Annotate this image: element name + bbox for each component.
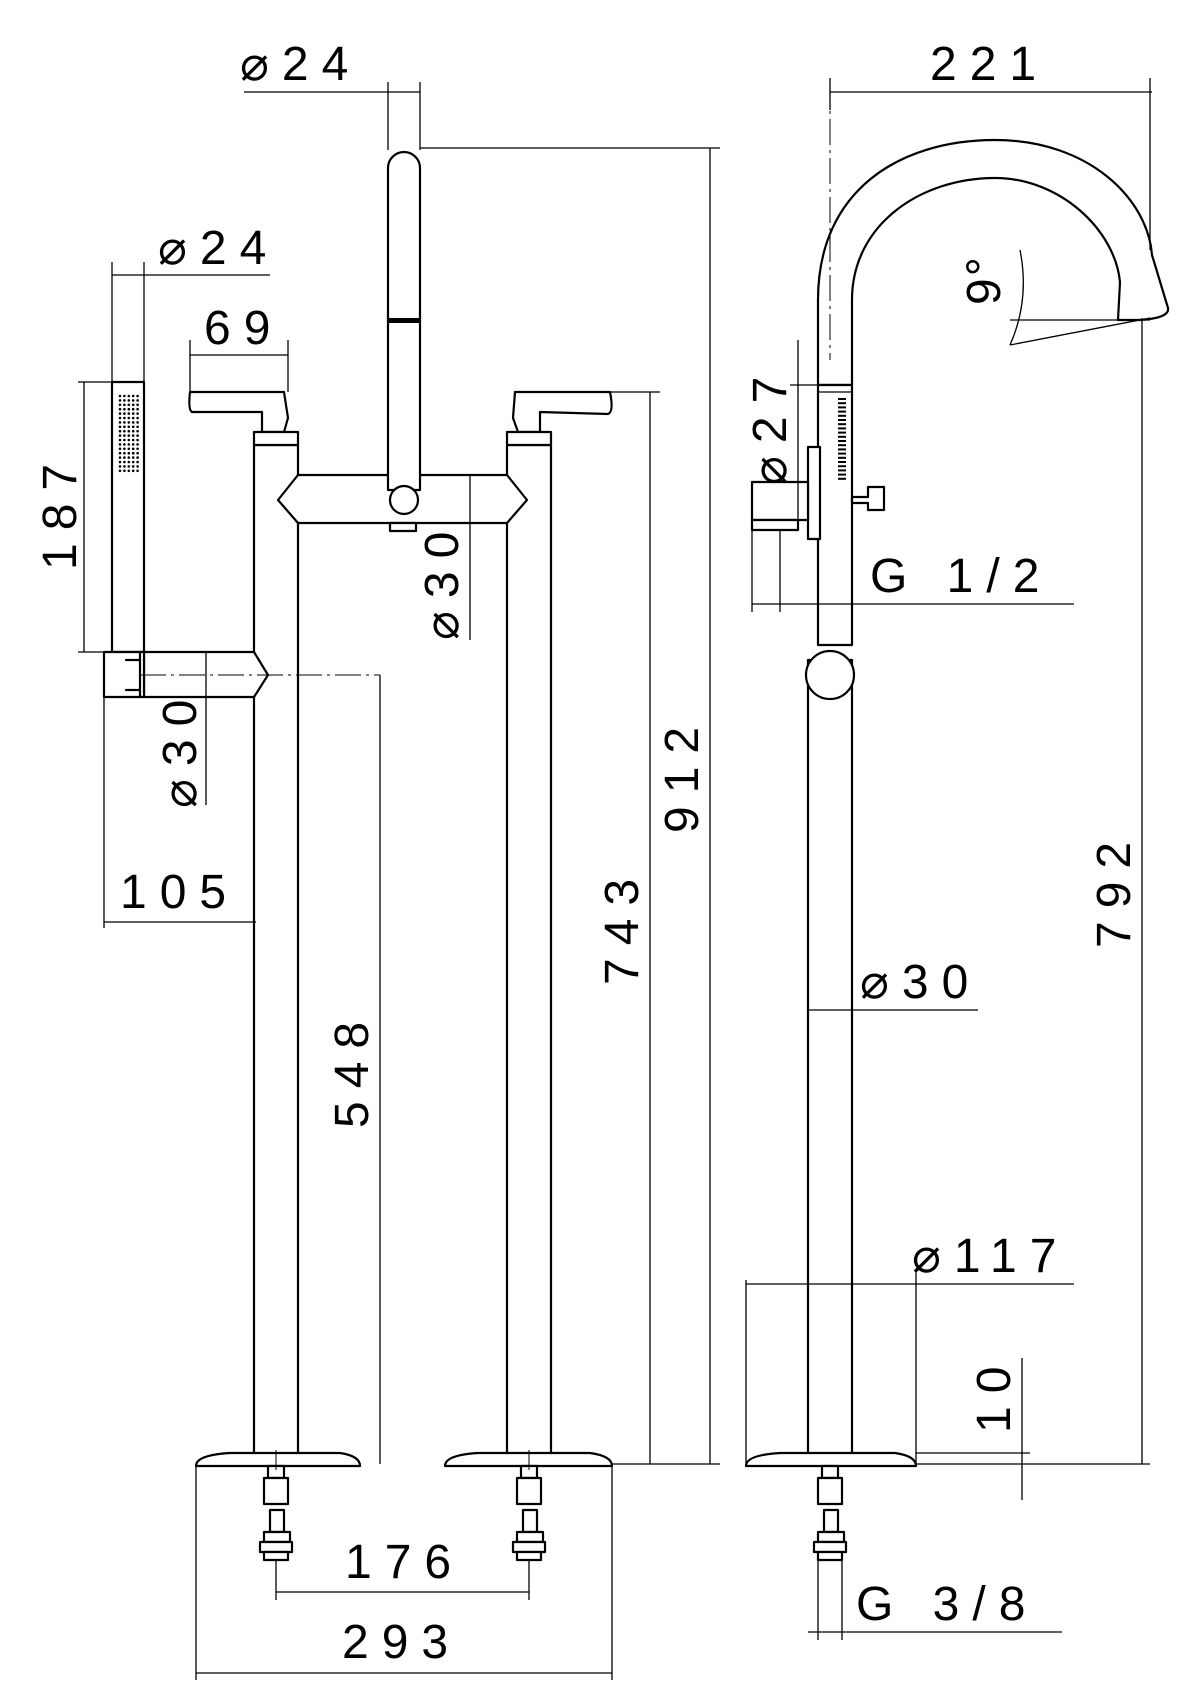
left-lever-handle: [188, 390, 290, 434]
right-lever-handle: [511, 390, 613, 434]
dim-diam-spout-top: ⌀24: [240, 38, 361, 91]
outlet-nipple: [750, 480, 810, 522]
dim-diam-column: ⌀30: [860, 956, 981, 1009]
dim-diam-hand-shower: ⌀24: [158, 222, 279, 275]
side-view: [744, 80, 1170, 1562]
dim-inlet-thread: G 3/8: [856, 1578, 1038, 1631]
side-dimension-lines: [745, 78, 1152, 1640]
spout-base-column: [816, 383, 854, 647]
dim-diam-base-plate: ⌀117: [912, 1230, 1069, 1283]
aerator: [388, 521, 418, 533]
right-column: [505, 443, 553, 1457]
front-dimension-lines: [78, 82, 720, 1680]
diverter-knob: [388, 484, 420, 516]
dim-spout-angle: 9°: [958, 255, 1011, 305]
dim-inlet-spacing: 176: [345, 1536, 464, 1589]
dim-holder-height: 548: [326, 1009, 379, 1128]
right-handle-collar: [505, 430, 553, 447]
left-inlet-connector: [258, 1464, 294, 1562]
dim-total-height: 912: [656, 714, 709, 833]
dim-base-plate-height: 10: [968, 1354, 1021, 1433]
left-base-plate: [194, 1451, 362, 1468]
side-holder-joint: [804, 649, 856, 701]
dim-handle-height: 743: [596, 866, 649, 985]
dim-handle-length: 69: [204, 302, 283, 355]
dim-overall-width: 293: [342, 1616, 461, 1669]
side-diverter-knob: [850, 485, 886, 512]
side-inlet-connector: [812, 1464, 848, 1562]
dim-outlet-thread: G 1/2: [870, 550, 1052, 603]
side-column: [806, 658, 854, 1457]
side-nozzle-dots: [838, 398, 846, 480]
gooseneck-spout: [816, 138, 1170, 387]
shower-nozzle-dots: [118, 394, 139, 473]
dim-holder-offset: 105: [120, 866, 239, 919]
dim-hand-shower-length: 187: [34, 451, 87, 570]
outlet-body: [806, 445, 822, 541]
left-handle-collar: [252, 430, 300, 447]
spout-joint: [388, 318, 420, 323]
dim-diam-bridge: ⌀30: [416, 519, 469, 640]
side-base-plate: [744, 1451, 918, 1468]
dim-outlet-height: 792: [1088, 829, 1141, 948]
dim-spout-reach: 221: [930, 38, 1049, 91]
outlet-thread: [750, 518, 800, 532]
front-view: [102, 150, 614, 1562]
dimension-labels: ⌀24 ⌀24 69 187 ⌀30 ⌀30 105 548 743 912 1…: [34, 38, 1141, 1669]
right-inlet-connector: [511, 1464, 547, 1562]
dim-diam-holder: ⌀30: [154, 687, 207, 808]
dim-diam-spout-base: ⌀27: [744, 364, 797, 485]
left-column: [252, 443, 300, 1457]
